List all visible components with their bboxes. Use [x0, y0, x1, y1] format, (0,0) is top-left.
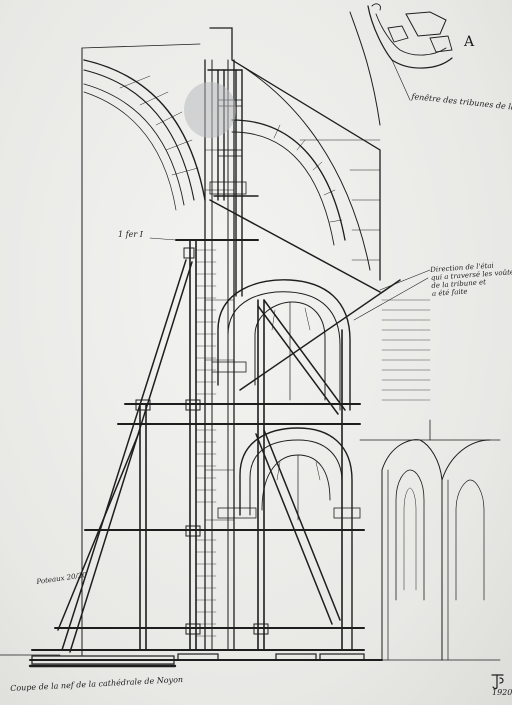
iron-annotation: 1 fer I: [118, 230, 143, 239]
arcade-arch: [239, 427, 353, 651]
direction-annotation: Direction de l'étai qui a traversé les v…: [430, 260, 512, 299]
scaffold-braces: [57, 199, 401, 653]
scaffold-standards: [139, 239, 343, 651]
wash-patch: [184, 82, 236, 138]
nave-vault-arch: [83, 59, 206, 211]
capitals: [211, 361, 361, 519]
signature-year: 1920: [492, 688, 512, 697]
pier-masonry-hatching: [195, 249, 431, 637]
aisle-gothic-vaults: [359, 419, 501, 661]
annotation-leaders: [149, 59, 431, 321]
signature-monogram: [491, 674, 504, 690]
scaffold-footings: [31, 653, 365, 665]
plate-letter: A: [464, 34, 475, 50]
scaffold-ledgers: [31, 239, 365, 651]
flying-buttress: [209, 27, 381, 281]
window-detail-sketch: [349, 3, 453, 126]
scaffold-joints: [135, 247, 269, 635]
central-pier: [204, 59, 235, 651]
